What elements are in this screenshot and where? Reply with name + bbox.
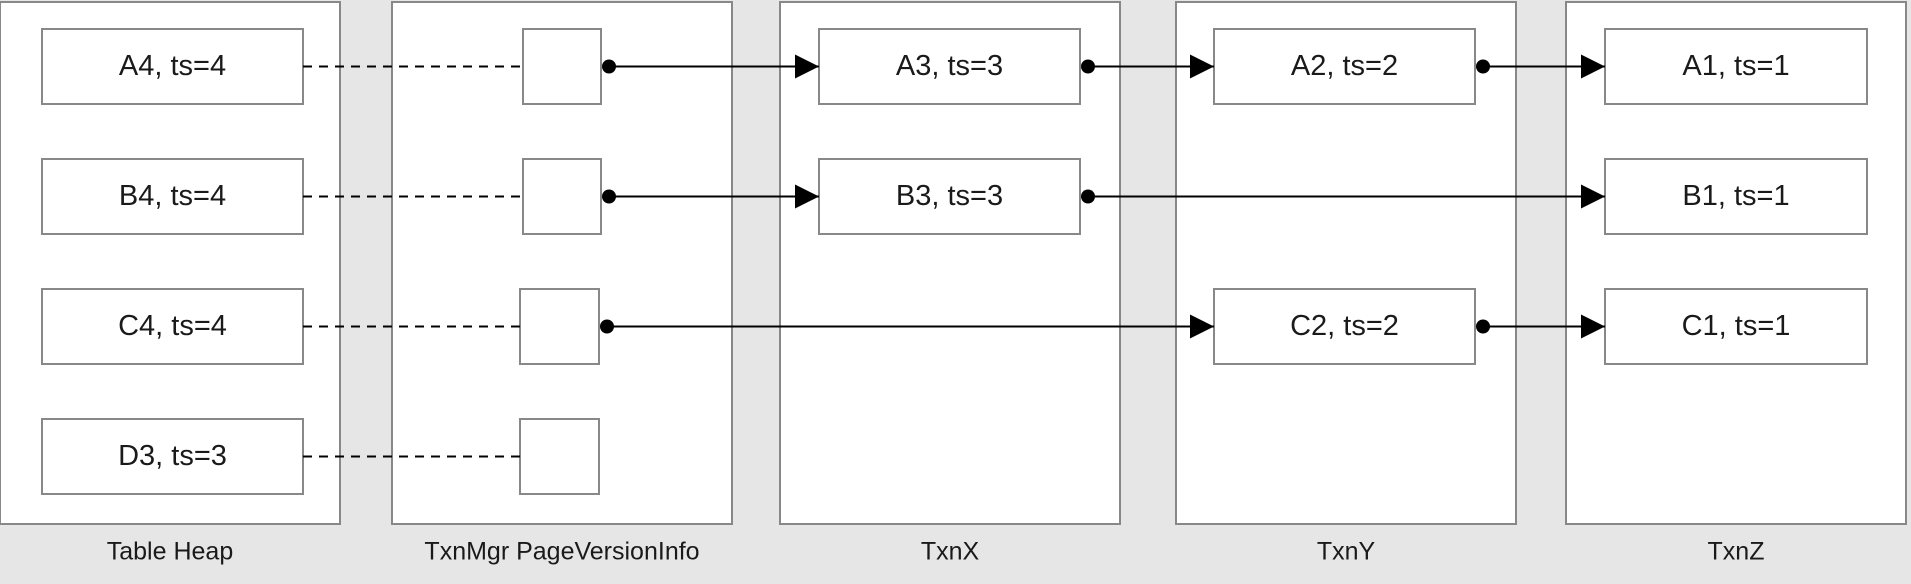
version-slot-2 bbox=[522, 158, 602, 235]
tuple-box-c4 bbox=[41, 288, 304, 365]
edge-c2-to-c1-dot bbox=[1476, 319, 1490, 334]
nodes-layer: A4, ts=4B4, ts=4C4, ts=4D3, ts=3 A3, ts=3… bbox=[41, 28, 1868, 495]
tuple-label-a4: A4, ts=4 bbox=[119, 50, 226, 82]
tuple-box-b3 bbox=[818, 158, 1081, 235]
tuple-box-c1 bbox=[1604, 288, 1868, 365]
tuple-box-a1 bbox=[1604, 28, 1868, 105]
edge-b3-to-b1-dot bbox=[1081, 189, 1095, 204]
tuple-label-c2: C2, ts=2 bbox=[1290, 310, 1399, 342]
tuple-box-a2 bbox=[1213, 28, 1476, 105]
tuple-box-a3 bbox=[818, 28, 1081, 105]
version-slot-4 bbox=[519, 418, 600, 495]
edge-pvb-to-b3-dot bbox=[602, 189, 616, 204]
tuple-label-d3: D3, ts=3 bbox=[118, 440, 227, 472]
edges-layer bbox=[303, 54, 1605, 458]
edge-pva-to-a3-dot bbox=[602, 59, 616, 74]
tuple-label-a3: A3, ts=3 bbox=[896, 50, 1003, 82]
edge-pvc-to-c2-dot bbox=[600, 319, 614, 334]
tuple-box-c2 bbox=[1213, 288, 1476, 365]
tuple-box-b1 bbox=[1604, 158, 1868, 235]
tuple-box-b4 bbox=[41, 158, 304, 235]
tuple-label-b3: B3, ts=3 bbox=[896, 180, 1003, 212]
edge-a3-to-a2-dot bbox=[1081, 59, 1095, 74]
tuple-label-c1: C1, ts=1 bbox=[1682, 310, 1791, 342]
tuple-label-a1: A1, ts=1 bbox=[1682, 50, 1789, 82]
panel-label-z: TxnZ bbox=[1708, 538, 1765, 566]
edge-a2-to-a1-dot bbox=[1476, 59, 1490, 74]
version-slot-1 bbox=[522, 28, 602, 105]
panel-label-heap: Table Heap bbox=[107, 538, 233, 566]
panel-label-x: TxnX bbox=[921, 538, 980, 566]
tuple-label-a2: A2, ts=2 bbox=[1291, 50, 1398, 82]
tuple-label-b4: B4, ts=4 bbox=[119, 180, 226, 212]
version-slot-3 bbox=[519, 288, 600, 365]
panel-label-mgr: TxnMgr PageVersionInfo bbox=[424, 538, 699, 566]
tuple-label-c4: C4, ts=4 bbox=[118, 310, 227, 342]
tuple-label-b1: B1, ts=1 bbox=[1682, 180, 1789, 212]
panel-label-y: TxnY bbox=[1317, 538, 1376, 566]
tuple-box-a4 bbox=[41, 28, 304, 105]
